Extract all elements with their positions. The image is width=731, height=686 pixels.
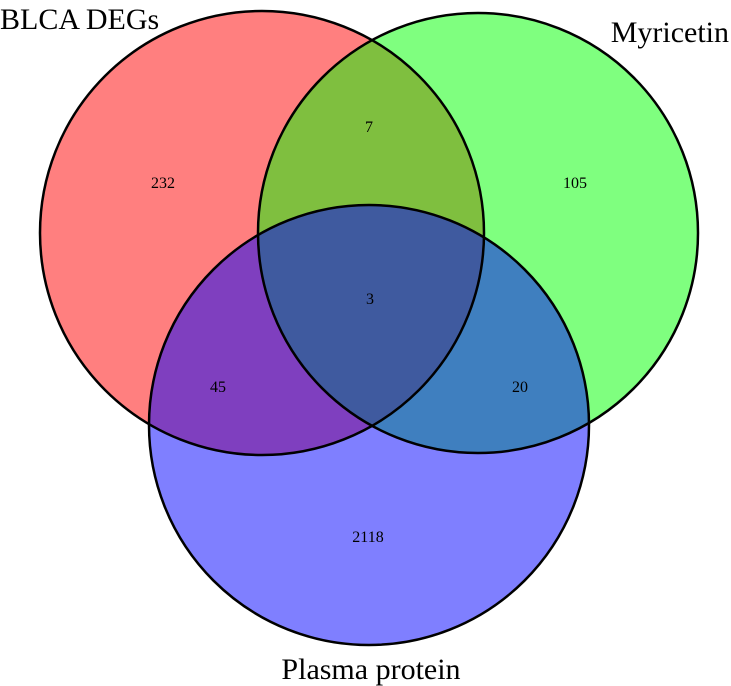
count-c-only: 2118 (352, 529, 383, 546)
count-a-only: 232 (151, 175, 175, 192)
count-abc: 3 (366, 291, 374, 308)
set-c-label: Plasma protein (281, 653, 460, 686)
count-b-only: 105 (563, 175, 587, 192)
set-b-label: Myricetin (611, 16, 729, 49)
set-c-outline (147, 203, 591, 647)
count-ac: 45 (210, 379, 226, 396)
set-b-outline (256, 11, 700, 455)
set-a-label: BLCA DEGs (0, 3, 159, 36)
count-bc: 20 (512, 379, 528, 396)
count-ab: 7 (365, 119, 373, 136)
set-a-outline (38, 9, 486, 457)
